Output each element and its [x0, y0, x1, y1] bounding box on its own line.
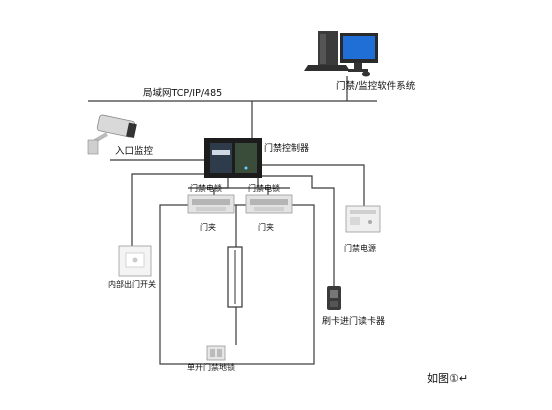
access-controller	[204, 138, 262, 178]
controller-board	[235, 143, 257, 173]
keyboard	[304, 65, 350, 71]
door-right-label: 门夹	[258, 222, 274, 232]
camera	[87, 114, 137, 155]
controller-panel	[210, 143, 232, 173]
door-left-label: 门夹	[200, 222, 216, 232]
software-label: 门禁/监控软件系统	[336, 80, 416, 92]
card-reader	[327, 286, 341, 310]
lock-left-label: 门禁电锁	[190, 183, 222, 193]
computer	[304, 31, 378, 77]
camera-label: 入口监控	[115, 145, 154, 157]
camera-lens-ring	[126, 122, 137, 138]
controller-led	[244, 166, 248, 170]
wiring	[88, 76, 377, 365]
monitor-stand	[354, 63, 362, 69]
floor-lock	[206, 345, 226, 361]
exit-switch-label: 内部出门开关	[108, 279, 156, 289]
electric-lock-left	[187, 194, 235, 214]
door-frame	[159, 204, 315, 365]
monitor-screen	[343, 36, 375, 59]
electric-lock-right	[245, 194, 293, 214]
network-label: 局域网TCP/IP/485	[143, 87, 222, 99]
monitor-base	[348, 69, 368, 72]
floor-lock-label: 单开门禁地锁	[187, 362, 235, 372]
mouse	[362, 71, 370, 77]
figure-caption: 如图①↵	[427, 371, 468, 385]
card-reader-wire	[262, 175, 335, 286]
controller-nameplate	[212, 150, 230, 155]
power-supply-label: 门禁电源	[344, 243, 376, 253]
power-supply-wire	[262, 164, 365, 206]
exit-switch	[118, 245, 152, 277]
door-magnet-bar	[227, 246, 243, 308]
power-supply	[345, 205, 381, 233]
exit-switch-wire	[131, 173, 212, 250]
card-reader-label: 刷卡进门读卡器	[322, 315, 385, 327]
lock-right-label: 门禁电锁	[248, 183, 280, 193]
pc-tower-front	[320, 34, 326, 64]
lock-right-wire	[257, 176, 269, 195]
camera-mount	[87, 139, 99, 155]
controller-label: 门禁控制器	[264, 142, 309, 154]
